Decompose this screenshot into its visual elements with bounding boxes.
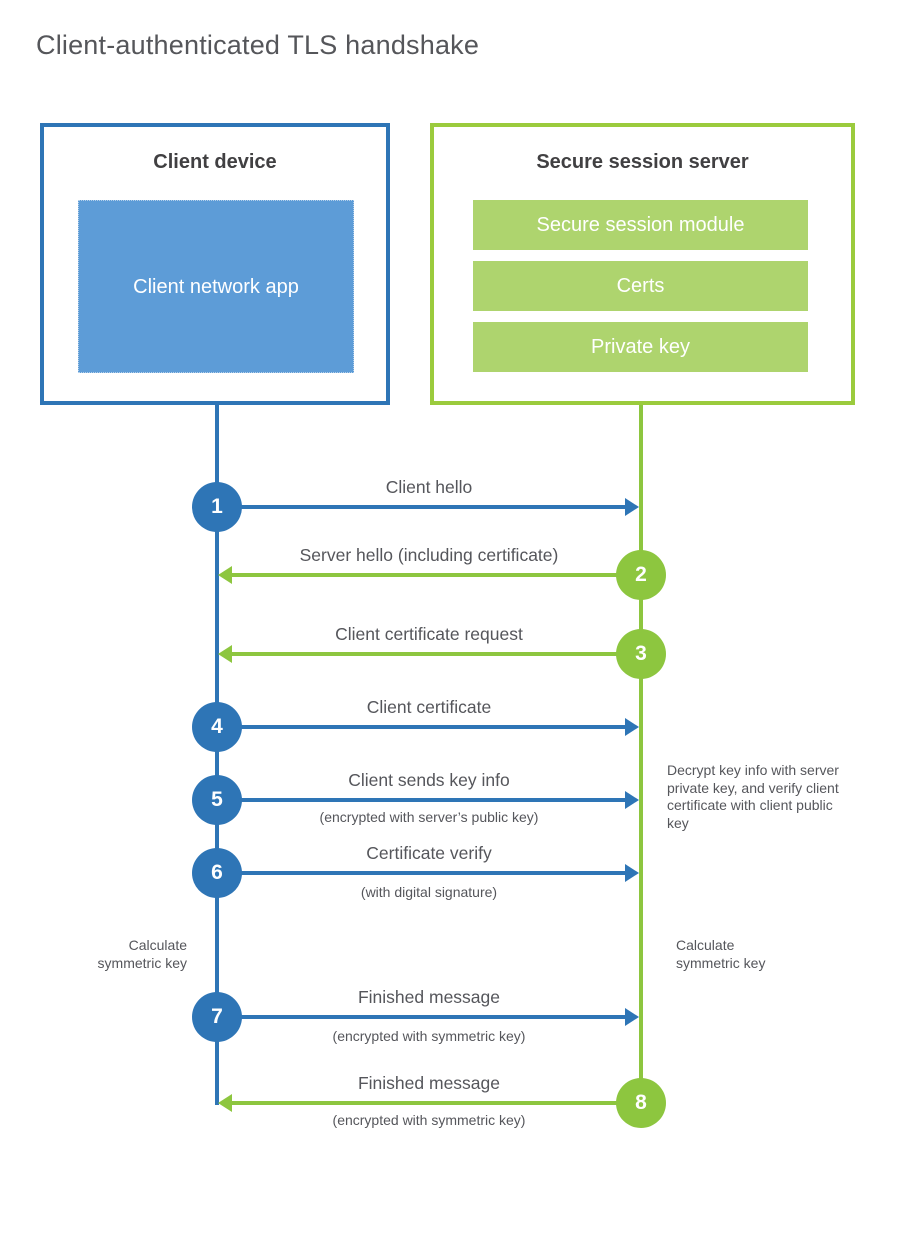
- server-module-bar: Secure session module: [473, 200, 808, 250]
- secure-session-server-title: Secure session server: [536, 151, 749, 173]
- step-number: 3: [635, 642, 647, 665]
- message-label-2: Server hello (including certificate): [299, 545, 559, 565]
- message-label-5: Client sends key info: [348, 770, 510, 790]
- arrow-2: [232, 573, 625, 577]
- arrow-7: [232, 1015, 625, 1019]
- server-module-label: Certs: [616, 274, 665, 297]
- arrow-8: [232, 1101, 625, 1105]
- step-number: 2: [635, 563, 647, 586]
- message-sub-6: (with digital signature): [360, 884, 498, 900]
- message-label-3: Client certificate request: [335, 624, 523, 644]
- arrow-5: [232, 798, 625, 802]
- server-module-label: Secure session module: [536, 213, 745, 236]
- client-device-box: Client device Client network app: [40, 123, 390, 405]
- server-module-label: Private key: [591, 335, 690, 358]
- secure-session-server-box: Secure session server Secure session mod…: [430, 123, 855, 405]
- server-module-bar: Certs: [473, 261, 808, 311]
- note-calculate-symmetric-key-left: Calculate symmetric key: [97, 937, 187, 971]
- arrow-head-left-icon: [218, 1094, 232, 1112]
- step-circle-1: 1: [192, 482, 242, 532]
- step-number: 7: [211, 1005, 223, 1028]
- message-label-1: Client hello: [385, 477, 473, 497]
- arrow-head-right-icon: [625, 718, 639, 736]
- client-network-app-box: Client network app: [78, 200, 354, 373]
- step-circle-7: 7: [192, 992, 242, 1042]
- arrow-3: [232, 652, 625, 656]
- client-device-title: Client device: [153, 151, 277, 173]
- arrow-head-right-icon: [625, 498, 639, 516]
- arrow-head-left-icon: [218, 566, 232, 584]
- step-circle-4: 4: [192, 702, 242, 752]
- message-sub-5: (encrypted with server’s public key): [319, 809, 539, 825]
- arrow-6: [232, 871, 625, 875]
- arrow-1: [232, 505, 625, 509]
- server-lifeline: [639, 405, 643, 1103]
- note-calculate-symmetric-key-right: Calculate symmetric key: [676, 937, 766, 971]
- arrow-head-right-icon: [625, 791, 639, 809]
- server-module-bar: Private key: [473, 322, 808, 372]
- step-circle-8: 8: [616, 1078, 666, 1128]
- client-network-app-label: Client network app: [133, 275, 299, 298]
- step-circle-2: 2: [616, 550, 666, 600]
- message-label-8: Finished message: [357, 1073, 501, 1093]
- client-lifeline: [215, 405, 219, 1105]
- arrow-head-right-icon: [625, 864, 639, 882]
- arrow-head-left-icon: [218, 645, 232, 663]
- step-number: 8: [635, 1091, 647, 1114]
- message-label-6: Certificate verify: [366, 843, 492, 863]
- message-sub-7: (encrypted with symmetric key): [332, 1028, 526, 1044]
- step-circle-3: 3: [616, 629, 666, 679]
- arrow-4: [232, 725, 625, 729]
- step-number: 6: [211, 861, 223, 884]
- message-sub-8: (encrypted with symmetric key): [332, 1112, 526, 1128]
- step-circle-5: 5: [192, 775, 242, 825]
- step-number: 5: [211, 788, 223, 811]
- note-decrypt-key-info: Decrypt key info with server private key…: [667, 762, 839, 831]
- step-number: 4: [211, 715, 223, 738]
- step-number: 1: [211, 495, 223, 518]
- arrow-head-right-icon: [625, 1008, 639, 1026]
- message-label-7: Finished message: [357, 987, 501, 1007]
- diagram-title: Client-authenticated TLS handshake: [36, 30, 480, 60]
- step-circle-6: 6: [192, 848, 242, 898]
- message-label-4: Client certificate: [366, 697, 492, 717]
